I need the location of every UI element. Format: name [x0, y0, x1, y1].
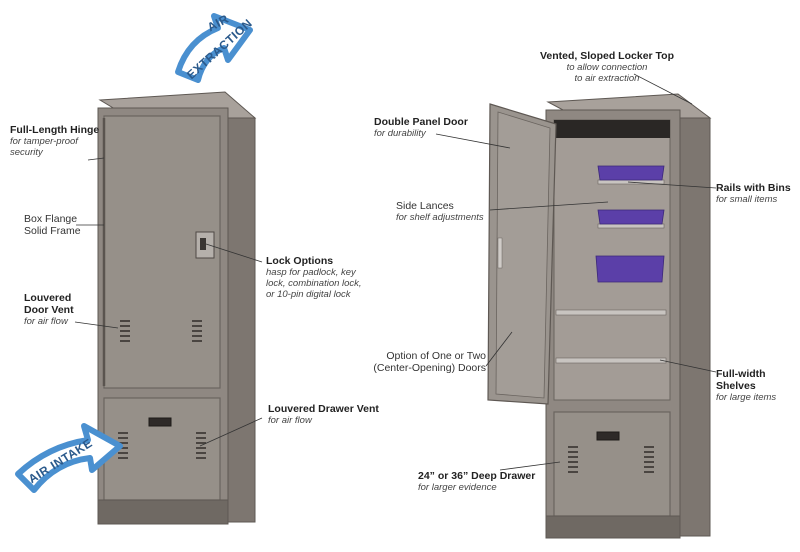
label-sloped-top: Vented, Sloped Locker Top to allow conne… — [532, 50, 682, 84]
left-locker — [97, 91, 257, 525]
hinge-sub-2: security — [10, 147, 43, 158]
door-title: Double Panel Door — [374, 116, 468, 128]
lock-sub-3: or 10-pin digital lock — [266, 289, 351, 300]
left-lock — [195, 231, 215, 259]
lock-title: Lock Options — [266, 255, 334, 267]
air-intake-arrow — [15, 423, 123, 493]
louver-door-sub: for air flow — [24, 316, 68, 327]
drawer-vent-title: Louvered Drawer Vent — [268, 403, 379, 415]
label-double-panel-door: Double Panel Door for durability — [374, 116, 468, 139]
left-drawer-vent — [118, 432, 206, 459]
flange-line-1: Box Flange — [24, 213, 78, 225]
shelf-2 — [555, 357, 667, 364]
shelves-sub: for large items — [716, 392, 777, 403]
label-side-lances: Side Lances for shelf adjustments — [396, 200, 484, 223]
deep-drawer-title: 24” or 36” Deep Drawer — [418, 470, 536, 482]
label-lock-options: Lock Options hasp for padlock, key lock,… — [266, 255, 362, 300]
hinge-sub-1: for tamper-proof — [10, 136, 78, 147]
hinge-title: Full-Length Hinge — [10, 124, 100, 136]
label-rails-with-bins: Rails with Bins for small items — [716, 182, 791, 205]
top-title: Vented, Sloped Locker Top — [540, 50, 674, 62]
flange-line-2: Solid Frame — [24, 225, 81, 237]
lances-title: Side Lances — [396, 200, 454, 212]
right-locker — [487, 93, 712, 539]
lock-sub-1: hasp for padlock, key — [266, 267, 356, 278]
lock-sub-2: lock, combination lock, — [266, 278, 362, 289]
left-drawer-handle — [148, 417, 172, 427]
top-sub-1: to allow connection — [566, 62, 648, 73]
deep-drawer-sub: for larger evidence — [418, 482, 497, 493]
right-drawer-handle — [596, 431, 620, 441]
shelves-title-1: Full-width — [716, 368, 766, 380]
lances-sub: for shelf adjustments — [396, 212, 484, 223]
label-full-length-hinge: Full-Length Hinge for tamper-proof secur… — [10, 124, 99, 158]
louver-door-title-2: Door Vent — [24, 304, 74, 316]
shelf-1 — [555, 309, 667, 316]
rails-title: Rails with Bins — [716, 182, 791, 194]
option-line-2: (Center-Opening) Doors — [373, 362, 486, 374]
left-door-vent — [120, 320, 202, 342]
option-line-1: Option of One or Two — [386, 350, 486, 362]
label-box-flange: Box Flange Solid Frame — [24, 213, 81, 237]
label-deep-drawer: 24” or 36” Deep Drawer for larger eviden… — [418, 470, 535, 493]
right-drawer — [553, 411, 671, 517]
label-louvered-door-vent: Louvered Door Vent for air flow — [24, 292, 74, 327]
drawer-vent-sub: for air flow — [268, 415, 312, 426]
right-drawer-vent — [568, 446, 654, 473]
door-sub: for durability — [374, 128, 426, 139]
louver-door-title-1: Louvered — [24, 292, 72, 304]
rails-with-bins — [595, 165, 665, 283]
shelves-title-2: Shelves — [716, 380, 756, 392]
air-extraction-arrow — [175, 13, 253, 83]
label-full-width-shelves: Full-width Shelves for large items — [716, 368, 776, 403]
top-sub-2: to air extraction — [574, 73, 640, 84]
leader-lines — [74, 73, 717, 471]
label-louvered-drawer-vent: Louvered Drawer Vent for air flow — [268, 403, 379, 426]
rails-sub: for small items — [716, 194, 778, 205]
label-door-option: Option of One or Two (Center-Opening) Do… — [356, 350, 486, 374]
